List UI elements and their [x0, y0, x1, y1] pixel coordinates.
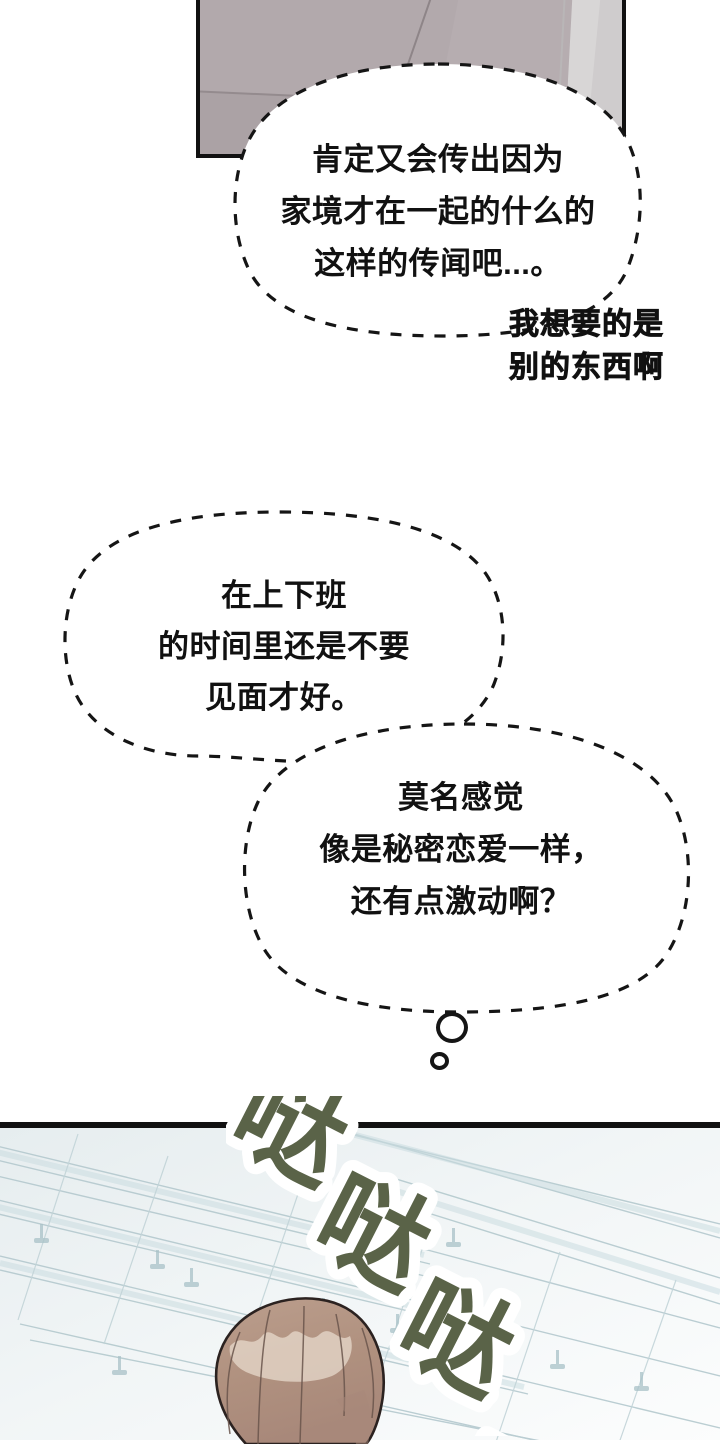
- thought-bubble-2: 在上下班 的时间里还是不要 见面才好。: [58, 508, 510, 770]
- thought-bubble-2-text: 在上下班 的时间里还是不要 见面才好。: [158, 578, 410, 715]
- emphasis-line: 我想要的是 别的东西啊: [509, 308, 664, 385]
- thought-bubble-3: 莫名感觉 像是秘密恋爱一样， 还有点激动啊？: [228, 718, 694, 1016]
- thought-bubble-3-text: 莫名感觉 像是秘密恋爱一样， 还有点激动啊？: [319, 780, 603, 919]
- thought-tail-dot-small: [430, 1052, 449, 1070]
- thought-bubble-1-text: 肯定又会传出因为 家境才在一起的什么的 这样的传闻吧...。: [280, 142, 596, 281]
- thought-bubble-1: 肯定又会传出因为 家境才在一起的什么的 这样的传闻吧...。: [228, 60, 648, 340]
- music-note-icon: ♪: [395, 1282, 433, 1358]
- character-hair: [214, 1297, 385, 1444]
- thought-tail-dot-large: [436, 1012, 468, 1043]
